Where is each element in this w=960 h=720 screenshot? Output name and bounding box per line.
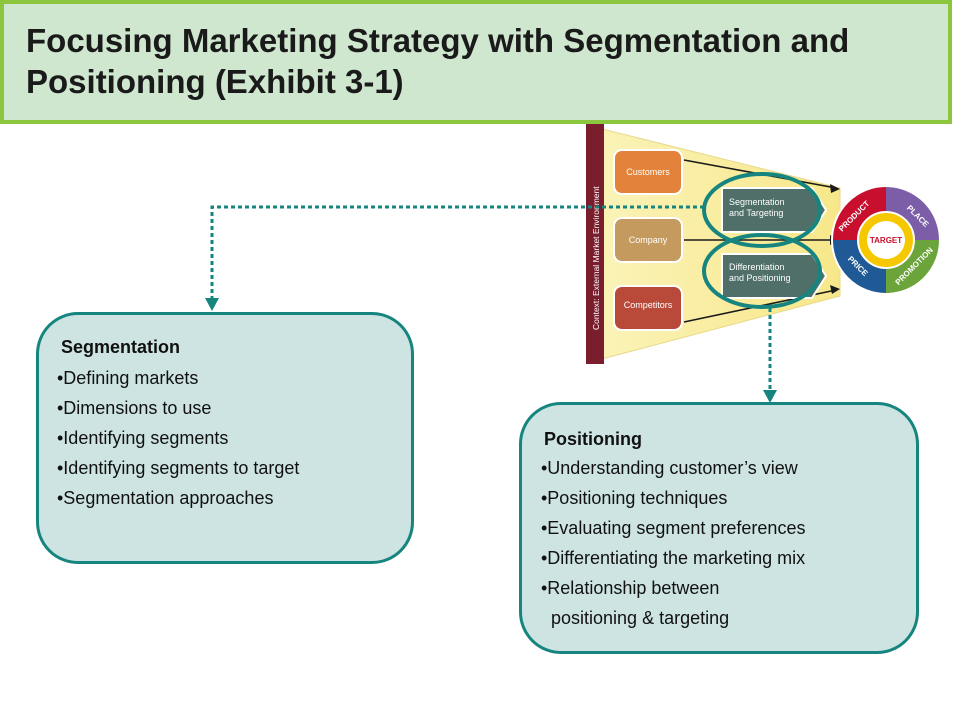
highlight-positioning <box>702 233 822 309</box>
process-seg-line2: and Targeting <box>729 208 783 218</box>
input-company: Company <box>613 217 683 263</box>
positioning-item: •Differentiating the marketing mix <box>541 548 806 568</box>
arrow-head <box>830 184 840 193</box>
positioning-item: positioning & targeting <box>541 608 730 628</box>
input-customers: Customers <box>613 149 683 195</box>
positioning-box: Positioning •Understanding customer’s vi… <box>519 402 919 654</box>
input-company-label: Company <box>629 235 668 245</box>
segmentation-item: •Segmentation approaches <box>57 488 274 508</box>
svg-text:Segmentation and Targeti: Segmentation and Targeting <box>729 197 787 218</box>
context-label: Context: External Market Environment <box>591 186 601 330</box>
segmentation-box: Segmentation •Defining markets •Dimensio… <box>36 312 414 564</box>
svg-text:Differentiation and Posi: Differentiation and Positioning <box>729 262 791 283</box>
marketing-mix-wheel: TARGET PRODUCT PLACE PROMOTION PRICE <box>831 185 941 295</box>
input-competitors-label: Competitors <box>624 300 673 310</box>
title-bar: Focusing Marketing Strategy with Segment… <box>0 0 952 124</box>
slide-title: Focusing Marketing Strategy with Segment… <box>26 22 850 100</box>
input-customers-label: Customers <box>626 167 670 177</box>
process-seg-line1: Segmentation <box>729 197 785 207</box>
positioning-item: •Understanding customer’s view <box>541 458 798 478</box>
segmentation-item: •Dimensions to use <box>57 398 212 418</box>
context-bar <box>586 124 604 364</box>
connector-segmentation-arrowhead <box>205 298 219 311</box>
connector-positioning-arrowhead <box>763 390 777 403</box>
highlight-segmentation <box>702 172 822 248</box>
connector-segmentation <box>210 205 704 300</box>
positioning-item: •Relationship between <box>541 578 720 598</box>
process-pos-line1: Differentiation <box>729 262 784 272</box>
input-competitors: Competitors <box>613 285 683 331</box>
wheel-center-label: TARGET <box>870 236 902 245</box>
process-positioning: Differentiation and Positioning <box>721 253 828 299</box>
process-pos-line2: and Positioning <box>729 273 791 283</box>
segmentation-item: •Identifying segments <box>57 428 229 448</box>
process-segmentation: Segmentation and Targeting <box>721 187 828 233</box>
arrow-head <box>830 285 840 294</box>
target-core <box>867 221 905 259</box>
segmentation-item: •Defining markets <box>57 368 199 388</box>
positioning-item: •Evaluating segment preferences <box>541 518 806 538</box>
segmentation-item: •Identifying segments to target <box>57 458 300 478</box>
positioning-heading: Positioning <box>544 429 642 449</box>
positioning-item: •Positioning techniques <box>541 488 728 508</box>
segmentation-heading: Segmentation <box>61 337 181 357</box>
